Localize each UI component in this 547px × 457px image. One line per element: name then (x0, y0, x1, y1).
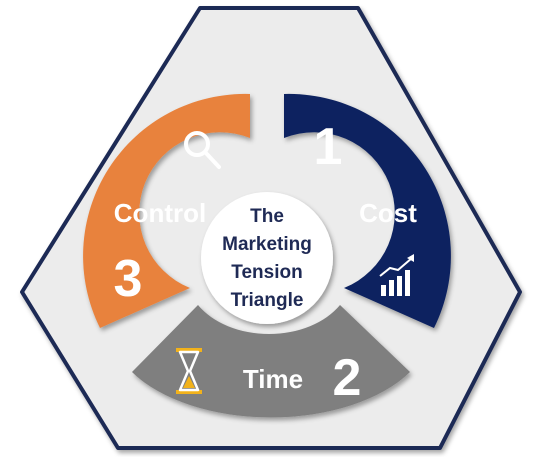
time-number: 2 (333, 349, 362, 407)
center-line-3: Tension (231, 262, 302, 283)
center-line-4: Triangle (231, 290, 304, 311)
control-label: Control (114, 198, 206, 228)
center-line-1: The (250, 206, 284, 227)
center-line-2: Marketing (222, 234, 312, 255)
segment-control (83, 93, 251, 328)
bar-chart-trend-icon (379, 254, 414, 296)
control-number: 3 (114, 250, 143, 308)
magnifier-icon (184, 131, 221, 169)
time-label: Time (243, 364, 303, 394)
center-circle (201, 192, 333, 324)
center-title: The Marketing Tension Triangle (222, 206, 312, 311)
cost-label: Cost (359, 198, 417, 228)
cost-number: 1 (314, 118, 343, 176)
hourglass-icon (176, 348, 202, 394)
segment-time (132, 305, 410, 418)
segment-cost (284, 93, 451, 328)
